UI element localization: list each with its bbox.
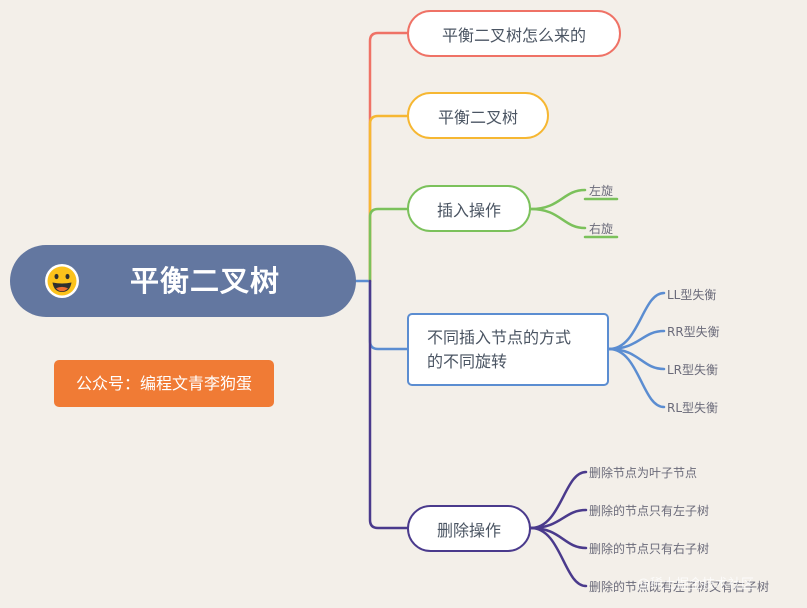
watermark: @稀土掘金技术社区 <box>637 577 755 592</box>
connector-rotation-leaf-3 <box>607 347 666 409</box>
root-title: 平衡二叉树 <box>129 264 280 298</box>
branch-rotations-label: 不同插入节点的方式 的不同旋转 <box>427 327 572 371</box>
leaf-delete-both-subtrees[interactable]: 删除的节点既有左子树又有右子树 <box>589 580 770 594</box>
connector-delete <box>368 279 409 530</box>
branch-origin[interactable]: 平衡二叉树怎么来的 <box>407 10 621 57</box>
branch-origin-label: 平衡二叉树怎么来的 <box>441 25 586 45</box>
branch-avl-tree[interactable]: 平衡二叉树 <box>407 92 549 139</box>
connector-avl-tree <box>368 114 409 283</box>
connector-origin <box>368 31 409 283</box>
connector-insert-leaf-1 <box>529 207 587 230</box>
leaf-rr-imbalance[interactable]: RR型失衡 <box>667 325 720 339</box>
leaf-rotate-left[interactable]: 左旋 <box>589 184 614 198</box>
branch-delete-label: 删除操作 <box>436 520 501 540</box>
connector-insert <box>368 207 409 283</box>
account-badge: 公众号：编程文青李狗蛋 <box>54 360 274 407</box>
branch-insert-label: 插入操作 <box>436 200 501 220</box>
grinning-face-icon <box>45 264 79 298</box>
leaf-ll-imbalance[interactable]: LL型失衡 <box>667 288 717 302</box>
connector-insert-leaf-0 <box>529 188 587 211</box>
leaf-delete-left-subtree[interactable]: 删除的节点只有左子树 <box>589 504 710 518</box>
leaf-rotate-right[interactable]: 右旋 <box>589 222 614 236</box>
connector-rotation-leaf-0 <box>607 291 666 351</box>
branch-avl-tree-label: 平衡二叉树 <box>437 107 518 127</box>
connector-rotations <box>368 279 409 351</box>
leaf-lr-imbalance[interactable]: LR型失衡 <box>667 363 719 377</box>
leaf-delete-leaf-node[interactable]: 删除节点为叶子节点 <box>589 466 698 480</box>
branch-delete[interactable]: 删除操作 <box>407 505 531 552</box>
branch-rotations[interactable]: 不同插入节点的方式 的不同旋转 <box>407 313 609 386</box>
branch-insert[interactable]: 插入操作 <box>407 185 531 232</box>
leaf-rl-imbalance[interactable]: RL型失衡 <box>667 401 719 415</box>
leaf-delete-right-subtree[interactable]: 删除的节点只有右子树 <box>589 542 710 556</box>
connector-delete-leaf-0 <box>529 470 588 530</box>
root-node[interactable]: 平衡二叉树 <box>10 245 356 317</box>
connector-delete-leaf-3 <box>529 526 588 588</box>
